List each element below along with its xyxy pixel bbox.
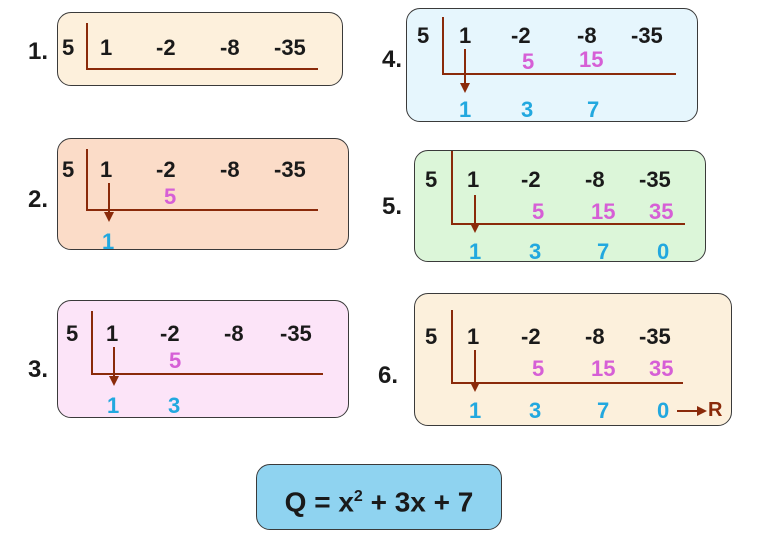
coefficient: -8 [220, 35, 240, 60]
division-bar [451, 151, 453, 225]
carry-down-arrow-head [470, 382, 480, 392]
coefficient: -2 [156, 35, 176, 60]
coefficient: -35 [631, 23, 663, 48]
coefficient: 1 [100, 157, 113, 182]
remainder-value: 0 [657, 398, 670, 423]
remainder-arrow [677, 410, 699, 412]
result-exponent: 2 [353, 488, 363, 505]
division-baseline [451, 382, 683, 384]
product: 15 [591, 356, 616, 381]
coefficient: -35 [639, 324, 671, 349]
remainder-label: R [708, 399, 723, 421]
carry-down-arrow [474, 195, 476, 225]
quotient-value: 1 [459, 97, 472, 122]
coefficient: -2 [521, 167, 541, 192]
synthetic-division-panel-6: 5 1 -2 -8 -35 5 15 35 1 3 7 0 R [414, 293, 732, 426]
divisor: 5 [425, 324, 438, 349]
remainder-arrow-head [697, 406, 707, 416]
coefficient: -8 [220, 157, 240, 182]
divisor: 5 [62, 35, 75, 60]
division-baseline [451, 223, 685, 225]
synthetic-division-panel-3: 5 1 -2 -8 -35 5 1 3 [57, 300, 349, 418]
synthetic-division-panel-4: 5 1 -2 -8 -35 5 15 1 3 7 [406, 8, 698, 122]
result-suffix: + 3x + 7 [362, 486, 474, 518]
quotient-value: 7 [597, 239, 610, 264]
divisor: 5 [425, 167, 438, 192]
quotient-value: 3 [529, 398, 542, 423]
product: 15 [579, 47, 604, 72]
coefficient: -2 [521, 324, 541, 349]
coefficient: -2 [511, 23, 531, 48]
carry-down-arrow [113, 347, 115, 377]
quotient-value: 1 [107, 393, 120, 418]
result-prefix: Q = x [284, 486, 354, 518]
product: 5 [169, 348, 182, 373]
coefficient: -35 [274, 35, 306, 60]
coefficient: -8 [585, 324, 605, 349]
quotient-value: 7 [587, 97, 600, 122]
quotient-value: 7 [597, 398, 610, 423]
coefficient: -35 [639, 167, 671, 192]
divisor: 5 [62, 157, 75, 182]
coefficient: -35 [274, 157, 306, 182]
coefficient: 1 [100, 35, 113, 60]
division-bar [86, 149, 88, 211]
synthetic-division-panel-5: 5 1 -2 -8 -35 5 15 35 1 3 7 0 [414, 150, 706, 264]
division-baseline [91, 373, 323, 375]
remainder-value: 0 [657, 239, 670, 264]
division-baseline [442, 73, 676, 75]
step-number: 1. [28, 38, 49, 65]
coefficient: 1 [459, 23, 472, 48]
division-bar [91, 311, 93, 375]
quotient-value: 3 [168, 393, 181, 418]
coefficient: 1 [467, 167, 480, 192]
quotient-value: 3 [529, 239, 542, 264]
division-bar [86, 23, 88, 69]
quotient-result: Q = x2 + 3x + 7 [256, 464, 502, 530]
coefficient: 1 [106, 321, 119, 346]
coefficient: -35 [280, 321, 312, 346]
division-baseline [86, 209, 318, 211]
step-number: 4. [382, 46, 403, 73]
step-number: 6. [378, 362, 399, 389]
product: 15 [591, 199, 616, 224]
divisor: 5 [417, 23, 430, 48]
coefficient: -8 [577, 23, 597, 48]
step-number: 2. [28, 186, 49, 213]
step-number: 5. [382, 193, 403, 220]
carry-down-arrow [464, 49, 466, 85]
divisor: 5 [66, 321, 79, 346]
carry-down-arrow-head [470, 223, 480, 233]
division-bar [442, 17, 444, 75]
quotient-value: 1 [102, 229, 115, 254]
carry-down-arrow [108, 183, 110, 213]
coefficient: -2 [156, 157, 176, 182]
synthetic-division-panel-1: 5 1 -2 -8 -35 [57, 12, 343, 86]
carry-down-arrow [474, 350, 476, 384]
coefficient: 1 [467, 324, 480, 349]
product: 5 [532, 199, 545, 224]
product: 35 [649, 356, 674, 381]
quotient-value: 3 [521, 97, 534, 122]
product: 5 [532, 356, 545, 381]
coefficient: -8 [224, 321, 244, 346]
division-bar [451, 310, 453, 384]
coefficient: -8 [585, 167, 605, 192]
coefficient: -2 [160, 321, 180, 346]
synthetic-division-panel-2: 5 1 -2 -8 -35 5 1 [57, 138, 349, 254]
carry-down-arrow-head [104, 212, 114, 222]
step-number: 3. [28, 356, 49, 383]
product: 5 [522, 49, 535, 74]
product: 35 [649, 199, 674, 224]
quotient-value: 1 [469, 239, 482, 264]
quotient-value: 1 [469, 398, 482, 423]
product: 5 [164, 184, 177, 209]
division-baseline [86, 68, 318, 70]
carry-down-arrow-head [109, 376, 119, 386]
carry-down-arrow-head [460, 83, 470, 93]
